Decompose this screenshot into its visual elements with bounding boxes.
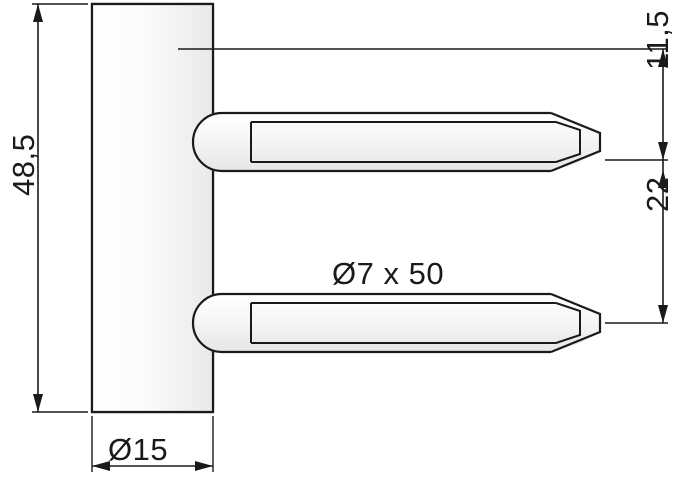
dimension-label-plate-thickness: Ø15 <box>108 432 169 467</box>
dimension-label-pin-size: Ø7 x 50 <box>332 256 445 291</box>
extension-lines <box>32 3 668 472</box>
dimension-lines <box>33 4 668 471</box>
dimension-label-pin-spacing-top: 11,5 <box>640 9 675 70</box>
upper-pin <box>191 111 602 173</box>
lower-pin <box>191 292 602 354</box>
dimension-label-pin-spacing-bottom: 22 <box>640 176 675 212</box>
dimension-label-height: 48,5 <box>6 133 41 196</box>
